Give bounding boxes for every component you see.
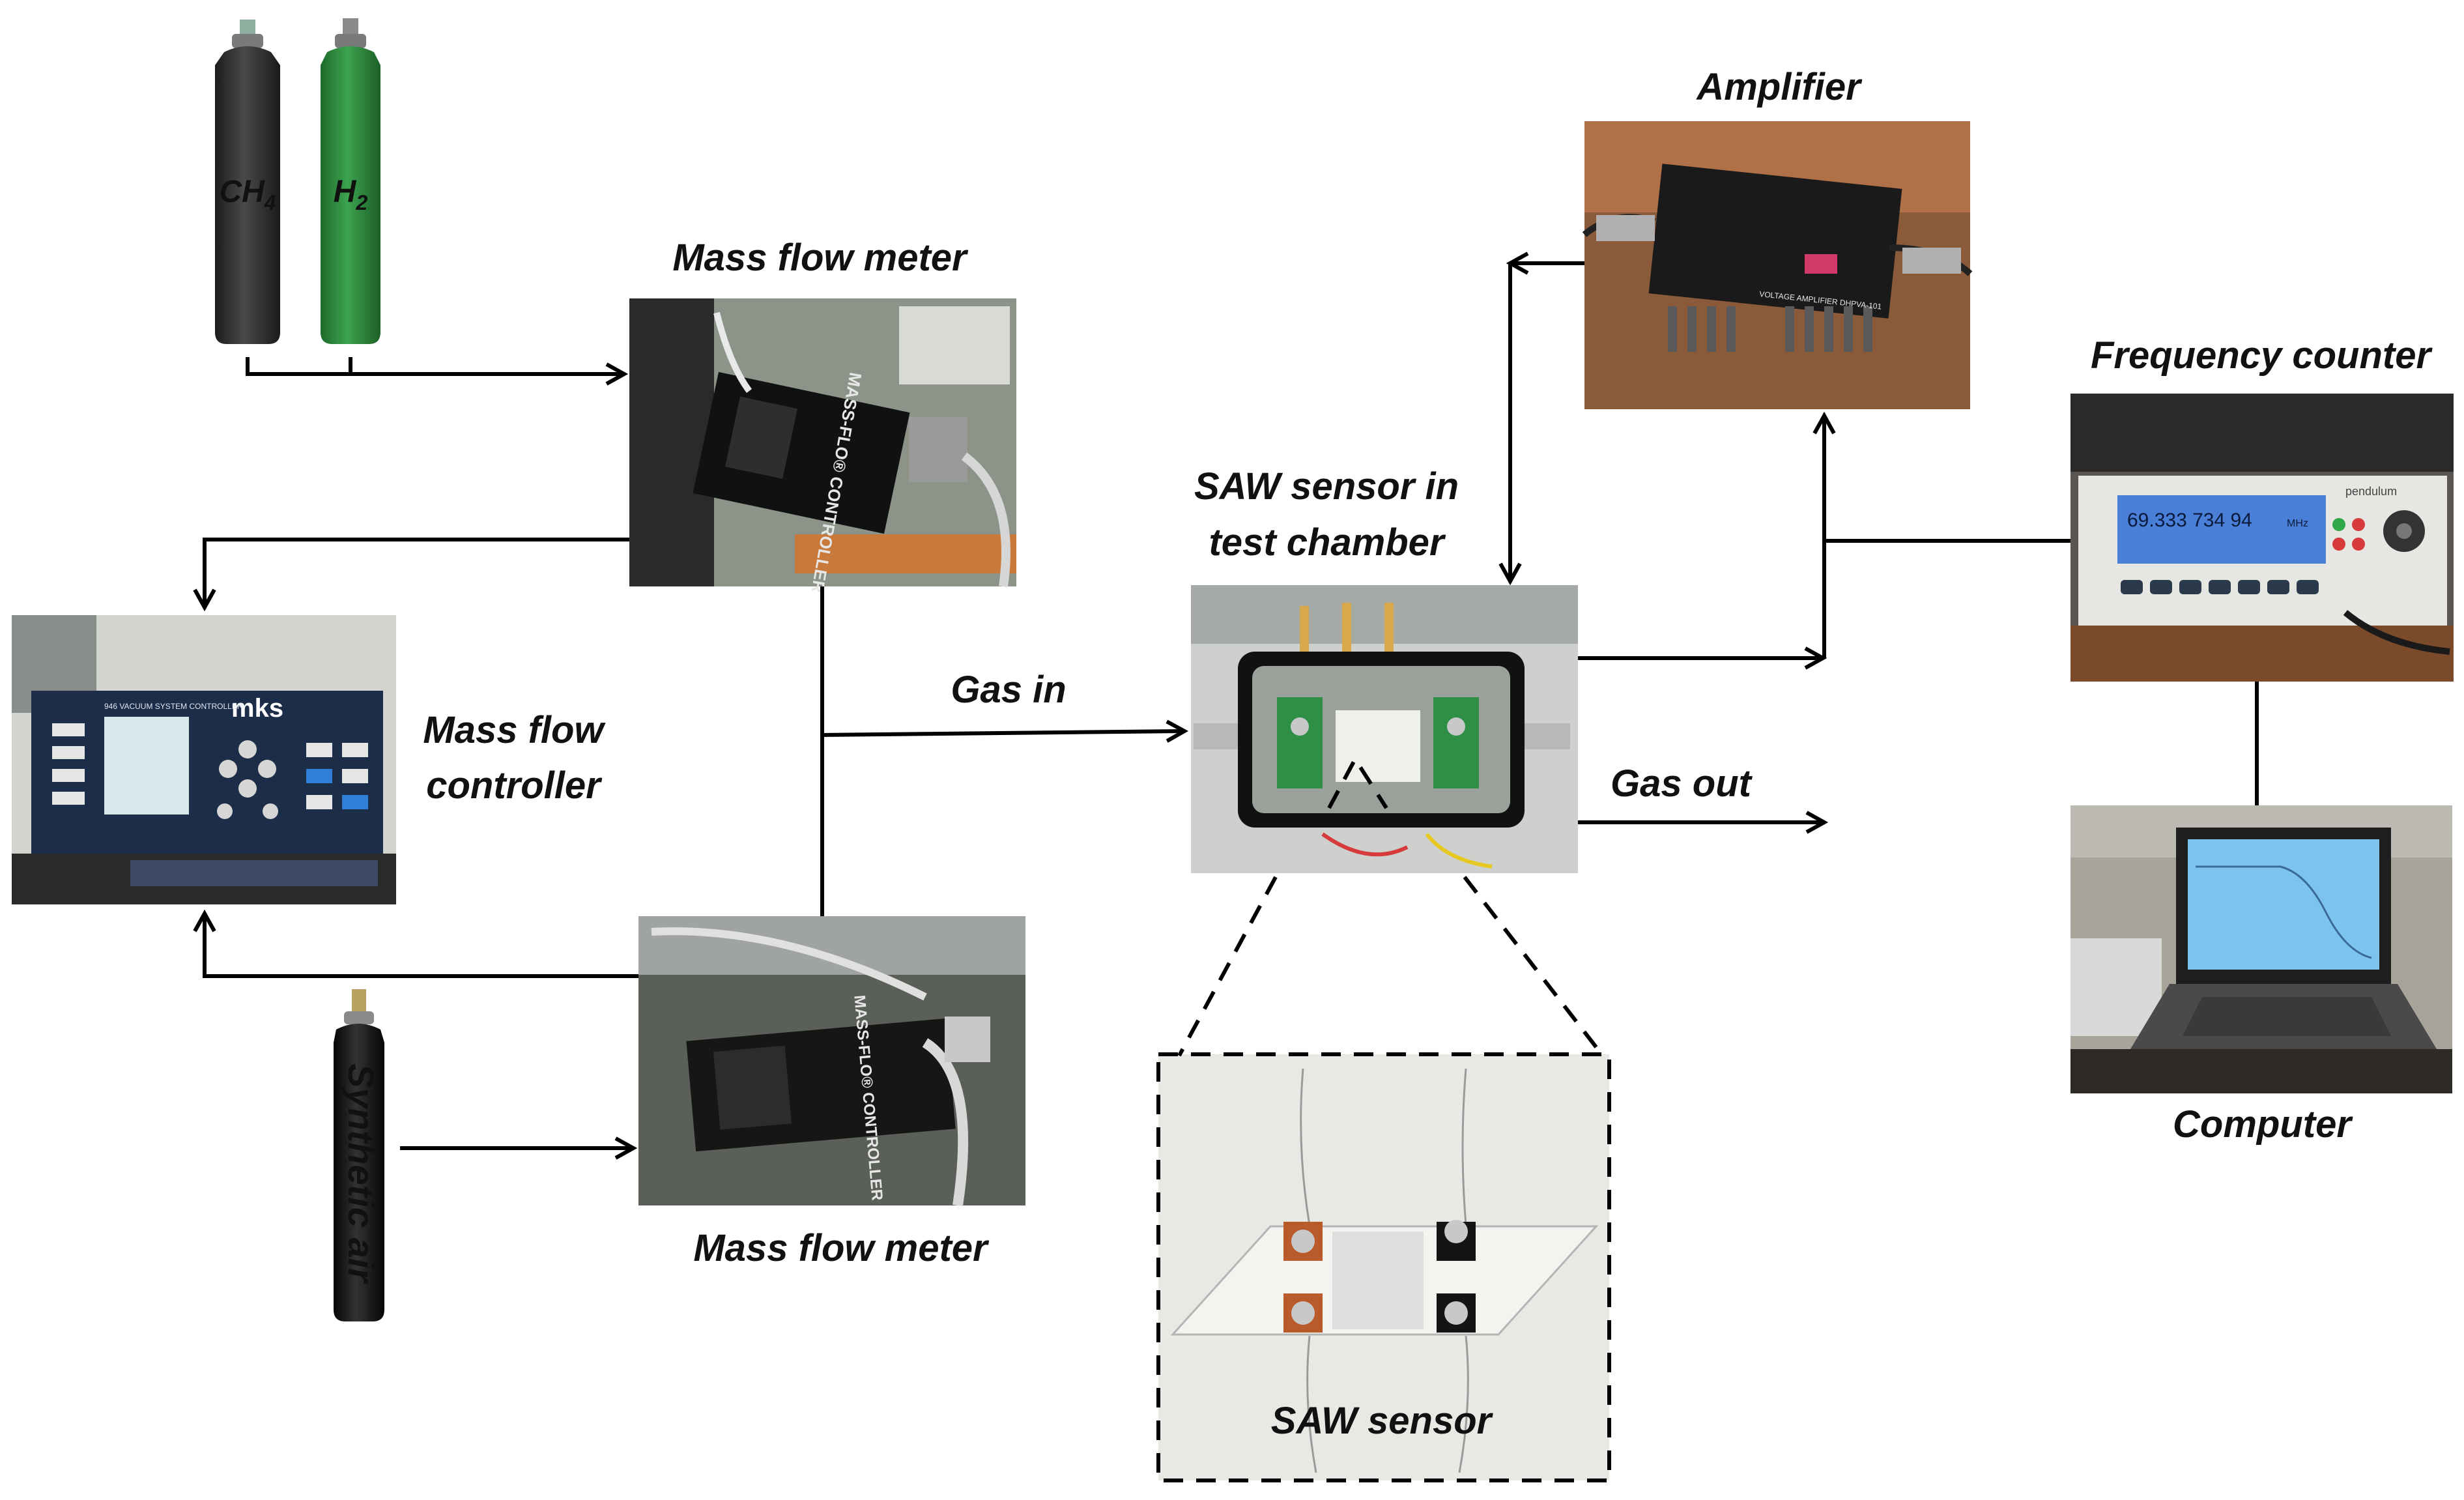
h2-label: H2 bbox=[334, 175, 368, 214]
frequency-counter-photo: 69.333 734 94 MHz pendulum bbox=[2070, 394, 2454, 682]
label-saw-chamber-1: SAW sensor in bbox=[1194, 465, 1459, 508]
saw-chamber-photo bbox=[1191, 585, 1578, 873]
ch4-cylinder: CH4 bbox=[215, 20, 280, 344]
amplifier-photo: VOLTAGE AMPLIFIER DHPVA-101 bbox=[1582, 121, 1973, 409]
label-saw-chamber-2: test chamber bbox=[1209, 521, 1446, 564]
label-mass-flow-controller-1: Mass flow bbox=[423, 709, 606, 751]
h2-cylinder: H2 bbox=[321, 18, 380, 344]
ch4-label: CH4 bbox=[219, 175, 276, 214]
label-computer: Computer bbox=[2173, 1103, 2353, 1146]
mfc-screen-title: 946 VACUUM SYSTEM CONTROLLER bbox=[104, 702, 243, 711]
label-amplifier: Amplifier bbox=[1695, 66, 1863, 108]
frequency-reading: 69.333 734 94 bbox=[2127, 510, 2252, 531]
frequency-unit: MHz bbox=[2287, 518, 2308, 529]
label-mass-flow-meter-bottom: Mass flow meter bbox=[693, 1227, 990, 1269]
connectors bbox=[205, 263, 2259, 1148]
counter-brand: pendulum bbox=[2345, 485, 2397, 498]
computer-photo bbox=[2070, 805, 2452, 1093]
synthetic-air-cylinder: Synthetic air bbox=[334, 989, 384, 1321]
label-gas-in: Gas in bbox=[951, 669, 1066, 711]
synthetic-air-label: Synthetic air bbox=[341, 1063, 382, 1284]
saw-sensor-closeup-frame bbox=[1156, 1052, 1611, 1482]
label-frequency-counter: Frequency counter bbox=[2091, 334, 2433, 377]
mass-flow-controller-photo: mks 946 VACUUM SYSTEM CONTROLLER bbox=[12, 615, 396, 904]
mass-flow-meter-bottom-photo: MASS-FLO® CONTROLLER bbox=[638, 916, 1025, 1207]
mass-flow-meter-top-photo: MASS-FLO® CONTROLLER bbox=[629, 298, 1016, 594]
label-gas-out: Gas out bbox=[1611, 762, 1753, 805]
saw-sensor-closeup-photo bbox=[1158, 1054, 1609, 1480]
label-saw-sensor: SAW sensor bbox=[1271, 1400, 1494, 1442]
mks-logo: mks bbox=[231, 694, 283, 723]
label-mass-flow-controller-2: controller bbox=[426, 764, 603, 807]
label-mass-flow-meter-top: Mass flow meter bbox=[672, 237, 969, 279]
